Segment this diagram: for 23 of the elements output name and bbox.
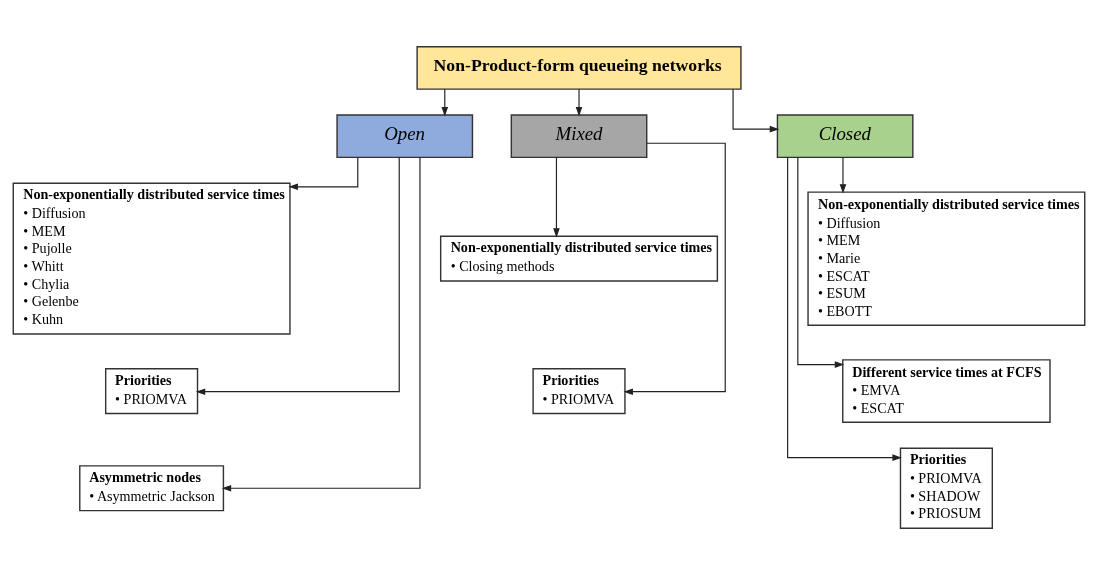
arrow	[839, 156, 847, 194]
node-box: Priorities • PRIOMVA • SHADOW • PRIOSUM	[899, 447, 993, 529]
arrow	[553, 156, 560, 238]
arrow	[221, 157, 421, 492]
node-box: Non-exponentially distributed service times • Closing methods	[439, 235, 719, 282]
arrow	[288, 157, 359, 191]
node-box: Different service times at FCFS • EMVA • ESCAT	[842, 359, 1051, 424]
node-box: Non-exponentially distributed service times • Diffusion • MEM • Marie • ESCAT • ESUM • EBOTT	[807, 191, 1086, 326]
node-box: Priorities • PRIOMVA	[532, 368, 626, 415]
node-box: Non-exponentially distributed service times • Diffusion • MEM • Pujolle • Whitt • Chylia • Gelenbe • Kuhn	[12, 182, 291, 335]
node-box: Mixed	[510, 114, 648, 159]
arrow	[787, 157, 902, 461]
node-box: Priorities • PRIOMVA	[105, 368, 199, 415]
arrow	[575, 88, 583, 117]
node-box: Asymmetric nodes • Asymmetric Jackson	[79, 465, 225, 512]
arrow	[195, 156, 400, 395]
node-box: Non-Product-form queueing networks	[416, 46, 742, 90]
node-box: Closed	[776, 114, 914, 159]
arrow	[623, 142, 726, 395]
node-box: Open	[336, 114, 474, 159]
arrow	[441, 88, 449, 117]
arrow	[732, 88, 780, 133]
arrow	[797, 157, 845, 368]
